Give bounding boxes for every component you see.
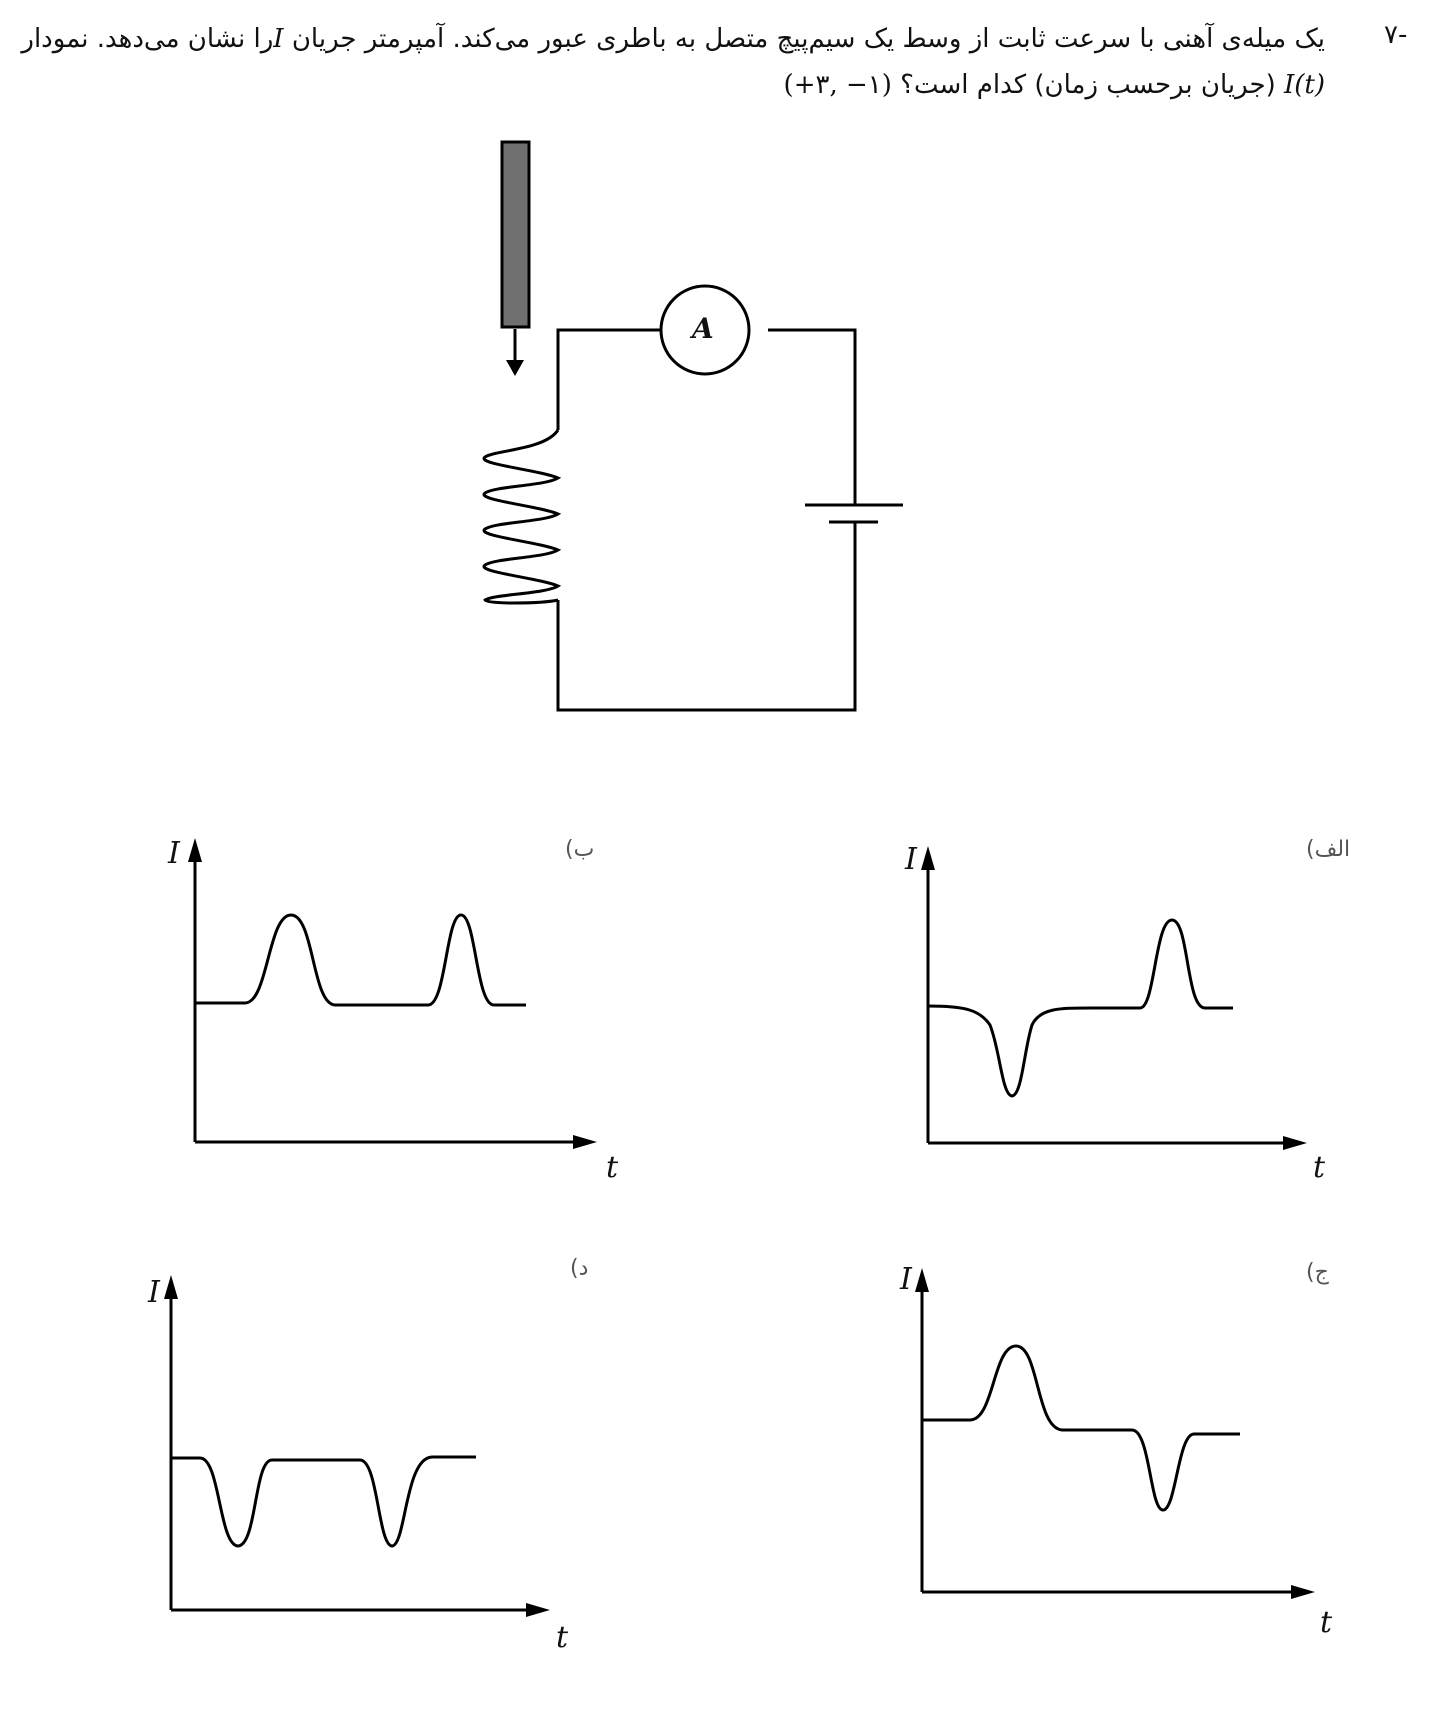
wire-bottom [556,522,857,712]
function-symbol: I(t) [1283,70,1325,100]
alef-y-label: I [905,842,917,877]
option-dal-label: د) [570,1256,589,1281]
y-axis-arrow [164,1275,178,1299]
motion-arrow-head [506,360,524,376]
x-axis-arrow [1291,1585,1315,1599]
graph-alef [921,846,1307,1150]
option-be-label: ب) [565,837,595,862]
curve [927,918,1233,1098]
graph-jim [915,1268,1315,1599]
wire-top-left [556,328,662,430]
option-alef-label: الف) [1306,837,1351,862]
x-axis-arrow [526,1603,550,1617]
alef-x-label: t [1313,1150,1326,1185]
x-axis-arrow [1283,1136,1307,1150]
wire-top-right [768,328,857,504]
range-note: (+۳, −۱) [783,70,892,100]
jim-x-label: t [1320,1605,1333,1640]
y-axis-arrow [188,838,202,862]
graph-be [188,838,597,1149]
curve [171,1455,476,1548]
question-number: -۷ [1384,20,1408,50]
question-line-2: I(t) (جریان برحسب زمان) کدام است؟ (+۳, −… [783,70,1325,100]
y-axis-arrow [921,846,935,870]
graph-dal [164,1275,550,1617]
question-line-1: یک میله‌ی آهنی با سرعت ثابت از وسط یک سی… [21,24,1325,54]
question-text: یک میله‌ی آهنی با سرعت ثابت از وسط یک سی… [10,16,1325,108]
coil [482,429,562,605]
jim-y-label: I [900,1262,912,1297]
dal-x-label: t [556,1620,569,1655]
be-y-label: I [168,836,180,871]
ammeter [659,284,751,376]
ammeter-label: A [692,312,714,345]
iron-rod [500,140,531,329]
x-axis-arrow [573,1135,597,1149]
be-x-label: t [606,1150,619,1185]
dal-y-label: I [148,1275,160,1310]
current-symbol: I [273,24,284,54]
y-axis-arrow [915,1268,929,1292]
curve [922,1344,1240,1512]
curve [195,913,526,1007]
option-jim-label: ج) [1306,1260,1329,1285]
